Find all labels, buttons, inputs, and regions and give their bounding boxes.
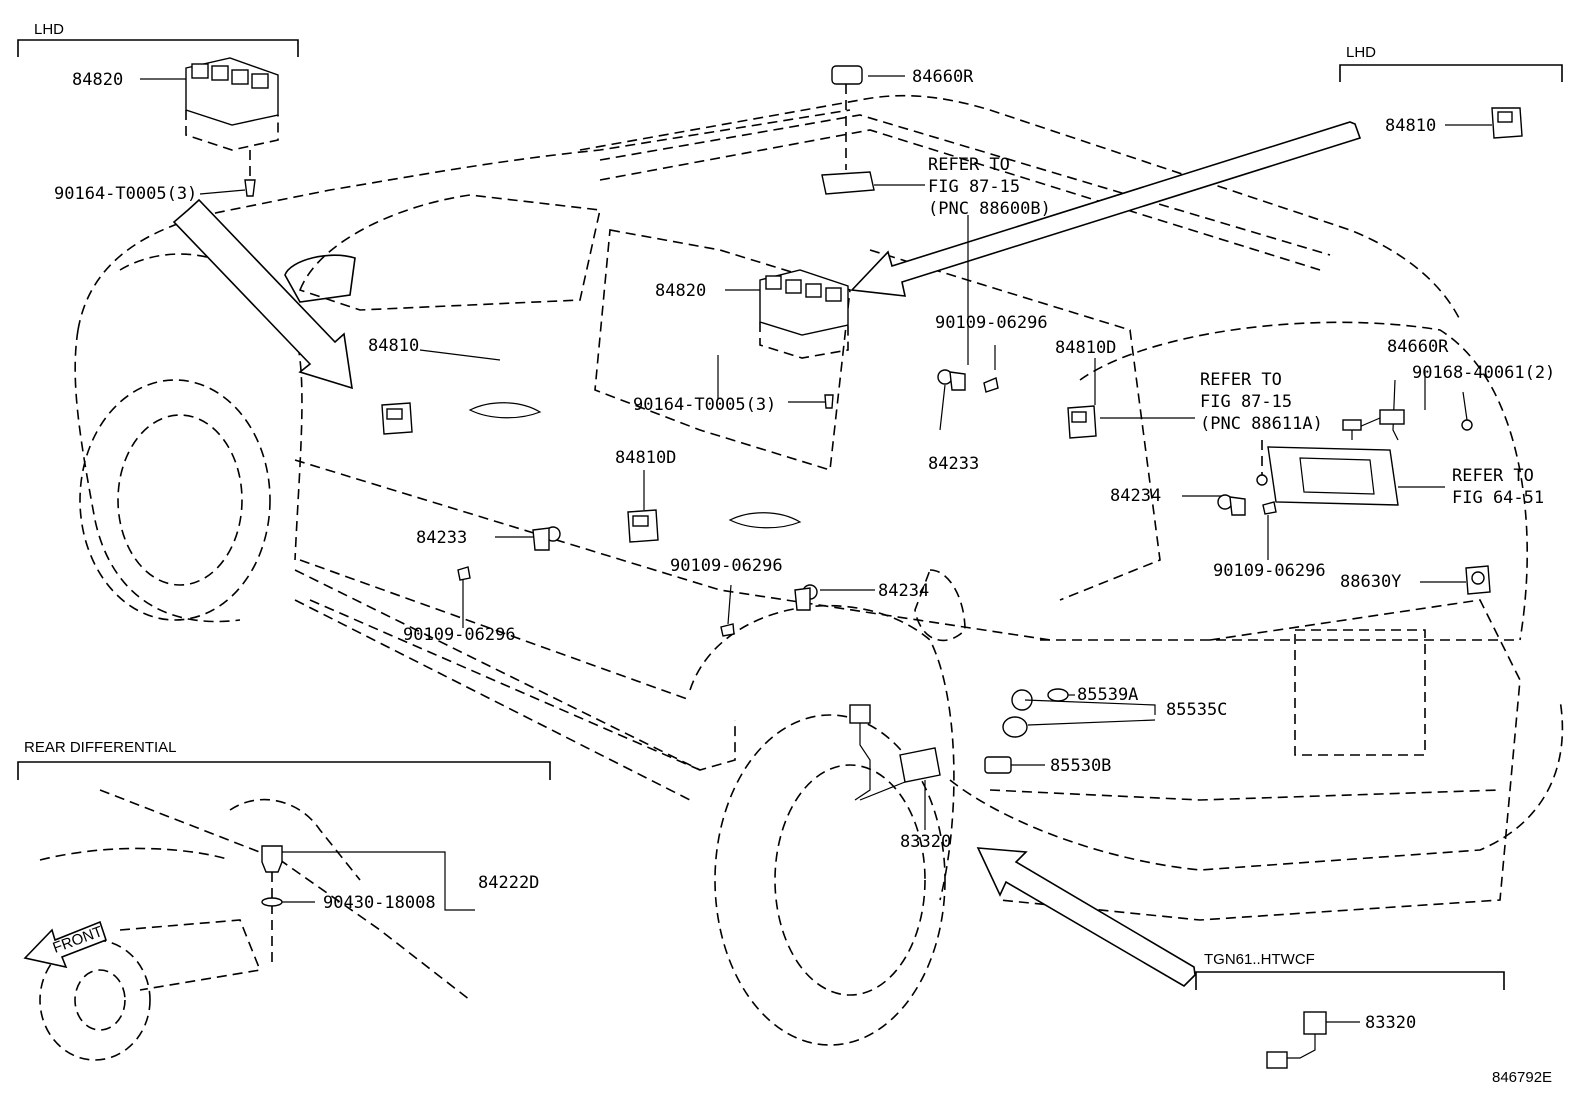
switch-84222d: [261, 845, 283, 965]
label-90164-middle: 90164-T0005(3): [633, 395, 776, 415]
part-labels: 84820 90164-T0005(3) 84660R REFER TO FIG…: [54, 67, 1555, 1086]
courtesy-switch-84234-middle: [794, 584, 818, 611]
label-90109-upper: 90109-06296: [935, 313, 1048, 333]
master-switch-84820-middle: [759, 269, 849, 359]
label-90168: 90168-40061(2): [1412, 363, 1555, 383]
bolt-90109-right: [1262, 501, 1277, 515]
lhd-left-bracket: LHD: [17, 21, 299, 57]
screw-90164-top: [244, 179, 256, 197]
gasket-90430: [261, 897, 283, 907]
label-refer2-l2: FIG 87-15: [1200, 392, 1292, 412]
fuel-sender-83320-alt: [1266, 1011, 1327, 1069]
label-84233-upper: 84233: [928, 454, 979, 474]
front-arrow: FRONT: [23, 920, 108, 969]
label-90164-top: 90164-T0005(3): [54, 184, 197, 204]
label-83320-main: 83320: [900, 832, 951, 852]
label-85530b: 85530B: [1050, 756, 1111, 776]
sensor-88630y: [1465, 565, 1491, 595]
label-90109-lower: 90109-06296: [403, 625, 516, 645]
label-84660r-top: 84660R: [912, 67, 974, 87]
label-refer1-l1: REFER TO: [928, 155, 1010, 175]
label-84820-middle: 84820: [655, 281, 706, 301]
label-84810d-upper: 84810D: [1055, 338, 1116, 358]
sensor-85539a: [1047, 688, 1069, 702]
label-84234-middle: 84234: [878, 581, 929, 601]
bolt-90109-upper: [983, 377, 999, 393]
label-refer1-l2: FIG 87-15: [928, 177, 1020, 197]
back-door-handle: [1267, 446, 1399, 506]
label-90430: 90430-18008: [323, 893, 436, 913]
lhd-right-bracket: LHD: [1339, 44, 1563, 82]
switch-84810-right: [1491, 107, 1523, 139]
bolt-90109-middle: [720, 623, 735, 637]
switch-84810d-rear-door: [627, 509, 659, 543]
tgn61-label: TGN61..HTWCF: [1204, 951, 1315, 968]
label-refer2-l1: REFER TO: [1200, 370, 1282, 390]
label-refer3-l2: FIG 64-51: [1452, 488, 1544, 508]
label-88630y: 88630Y: [1340, 572, 1401, 592]
screw-90164-middle: [824, 394, 834, 409]
label-90109-middle: 90109-06296: [670, 556, 783, 576]
label-84233-lower: 84233: [416, 528, 467, 548]
label-84660r-right: 84660R: [1387, 337, 1449, 357]
label-84810d-lower: 84810D: [615, 448, 676, 468]
tgn61-bracket: TGN61..HTWCF: [1195, 951, 1505, 990]
label-refer1-l3: (PNC 88600B): [928, 199, 1051, 219]
label-84810-right: 84810: [1385, 116, 1436, 136]
label-85535c: 85535C: [1166, 700, 1227, 720]
switch-84660r-right: [1256, 379, 1473, 486]
vehicle-outline: [39, 94, 1564, 1061]
label-refer2-l3: (PNC 88611A): [1200, 414, 1323, 434]
bolt-90109-lower-left: [457, 566, 471, 581]
sensor-85530b: [984, 756, 1012, 774]
fuel-sender-83320: [849, 704, 941, 801]
lhd-left-label: LHD: [34, 21, 64, 38]
label-84810-left: 84810: [368, 336, 419, 356]
rear-differential-bracket: REAR DIFFERENTIAL: [17, 739, 551, 780]
switch-84810d-rear-right: [1067, 405, 1097, 439]
master-switch-84820-top: [185, 57, 279, 185]
arrow-left-to-switch: [172, 198, 353, 390]
figure-number: 846792E: [1492, 1069, 1552, 1086]
courtesy-switch-84234-right: [1217, 494, 1246, 516]
arrow-right-to-switch: [850, 121, 1362, 297]
label-85539a: 85539A: [1077, 685, 1138, 705]
courtesy-switch-84233-upper: [937, 369, 966, 391]
arrow-to-fuel-sender: [976, 847, 1196, 988]
switch-84810-left-door: [381, 402, 413, 435]
leader-lines: [140, 75, 1492, 1023]
label-84820-top: 84820: [72, 70, 123, 90]
label-83320-alt: 83320: [1365, 1013, 1416, 1033]
label-84222d: 84222D: [478, 873, 539, 893]
lhd-right-label: LHD: [1346, 44, 1376, 61]
label-90109-right: 90109-06296: [1213, 561, 1326, 581]
sensor-85535c: [1002, 689, 1033, 738]
label-84234-right: 84234: [1110, 486, 1161, 506]
switch-84660r-top: [821, 65, 875, 195]
courtesy-switch-84233-lower: [532, 526, 561, 551]
rear-differential-label: REAR DIFFERENTIAL: [24, 739, 177, 756]
label-refer3-l1: REFER TO: [1452, 466, 1534, 486]
